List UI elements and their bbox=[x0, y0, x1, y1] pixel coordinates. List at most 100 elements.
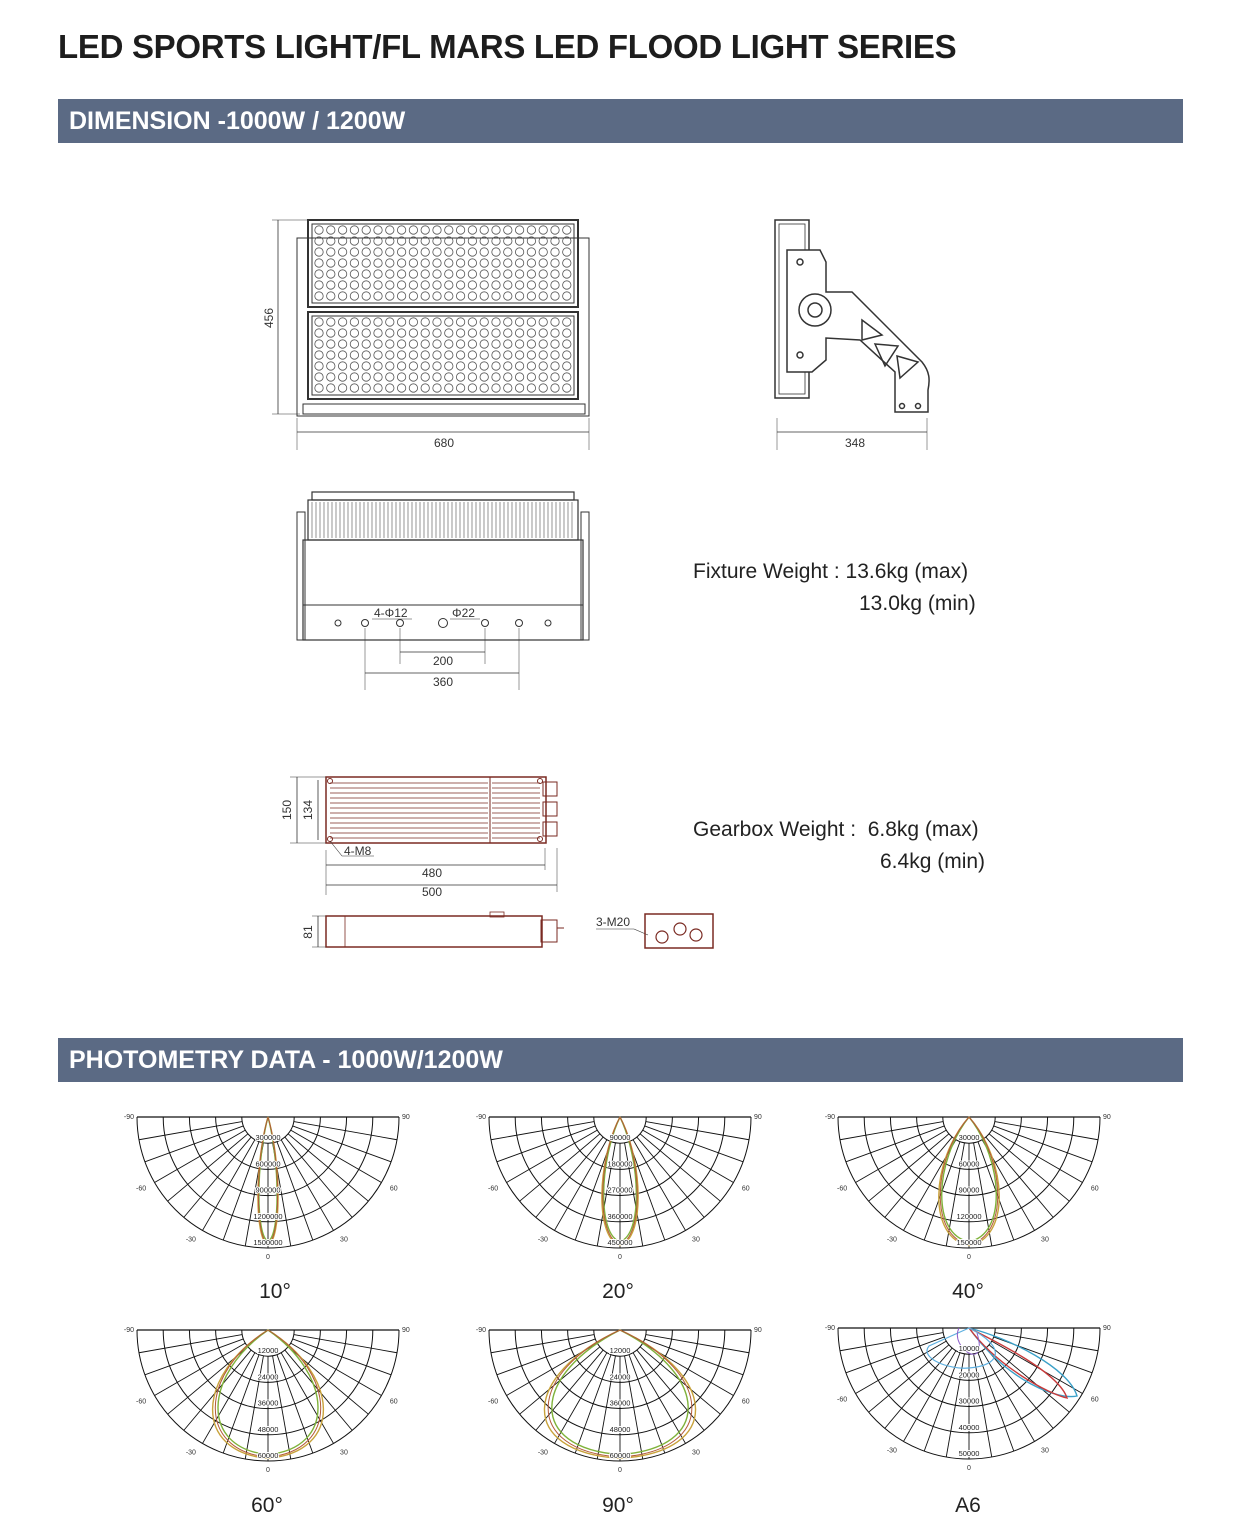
led-chip bbox=[337, 361, 348, 371]
led-chip bbox=[326, 328, 336, 338]
led-chip bbox=[385, 317, 395, 327]
led-chip bbox=[455, 350, 466, 360]
ring-value-label: 10000 bbox=[959, 1344, 980, 1353]
angle-label-0: 0 bbox=[618, 1254, 622, 1261]
polar-spoke bbox=[222, 1141, 260, 1241]
polar-spoke bbox=[855, 1129, 947, 1183]
led-chip bbox=[444, 317, 454, 327]
led-chip bbox=[385, 258, 395, 268]
led-chip bbox=[526, 269, 537, 279]
led-chip bbox=[337, 269, 348, 279]
led-chip bbox=[444, 258, 454, 268]
led-chip bbox=[538, 280, 548, 290]
led-chip bbox=[467, 225, 477, 235]
angle-label-60: 60 bbox=[742, 1398, 750, 1405]
polar-spoke bbox=[632, 1139, 686, 1231]
led-chip bbox=[361, 361, 371, 371]
led-chip bbox=[432, 383, 442, 393]
led-chip bbox=[373, 280, 383, 290]
led-chip bbox=[373, 339, 383, 349]
led-chip bbox=[538, 225, 548, 235]
ring-value-label: 30000 bbox=[959, 1397, 980, 1406]
led-chip bbox=[432, 317, 442, 327]
led-chip bbox=[373, 236, 383, 246]
polar-spoke bbox=[490, 1121, 595, 1141]
led-chip bbox=[562, 258, 572, 268]
polar-spoke bbox=[645, 1121, 750, 1141]
polar-spoke bbox=[991, 1340, 1083, 1394]
led-chip bbox=[396, 280, 407, 290]
led-chip bbox=[479, 258, 489, 268]
intensity-curve-c0 bbox=[938, 1116, 1000, 1247]
led-chip bbox=[396, 225, 407, 235]
led-chip bbox=[396, 350, 407, 360]
polar-spoke bbox=[293, 1334, 398, 1354]
led-chip bbox=[432, 247, 442, 257]
led-chip bbox=[314, 291, 324, 301]
led-chip bbox=[479, 328, 489, 338]
polar-spoke bbox=[290, 1342, 382, 1396]
dimension-section-header: DIMENSION -1000W / 1200W bbox=[58, 99, 1183, 143]
polar-spoke bbox=[624, 1142, 644, 1247]
angle-label-neg60: -60 bbox=[136, 1398, 146, 1405]
led-chip bbox=[491, 317, 501, 327]
angle-label-neg60: -60 bbox=[837, 1185, 847, 1192]
led-chip bbox=[385, 247, 395, 257]
led-chip bbox=[503, 317, 513, 327]
side-depth-dim: 348 bbox=[845, 436, 865, 450]
led-chip bbox=[337, 236, 348, 246]
led-chip bbox=[326, 247, 336, 257]
polar-spoke bbox=[138, 1121, 243, 1141]
led-chip bbox=[373, 361, 383, 371]
polar-spoke bbox=[994, 1121, 1099, 1141]
polar-spoke bbox=[988, 1133, 1070, 1202]
led-chip bbox=[526, 383, 537, 393]
led-chip bbox=[420, 328, 430, 338]
led-chip bbox=[420, 361, 430, 371]
led-chip bbox=[491, 372, 501, 382]
led-chip bbox=[467, 317, 477, 327]
led-chip bbox=[526, 372, 537, 382]
led-chip bbox=[408, 383, 418, 393]
led-chip bbox=[314, 383, 324, 393]
ring-value-label: 180000 bbox=[607, 1159, 632, 1168]
led-chip bbox=[538, 258, 548, 268]
led-chip bbox=[467, 269, 477, 279]
ring-value-label: 50000 bbox=[959, 1449, 980, 1458]
led-chip bbox=[432, 361, 442, 371]
led-chip bbox=[562, 280, 572, 290]
polar-spoke bbox=[496, 1125, 596, 1163]
intensity-curve-a bbox=[968, 1327, 1078, 1398]
polar-spoke bbox=[154, 1129, 246, 1183]
led-chip bbox=[455, 372, 466, 382]
led-chip bbox=[538, 269, 548, 279]
led-chip bbox=[562, 317, 572, 327]
led-chip bbox=[326, 361, 336, 371]
led-chip bbox=[550, 247, 560, 257]
polar-spoke bbox=[993, 1125, 1093, 1163]
polar-spoke bbox=[973, 1142, 993, 1247]
polar-spoke bbox=[138, 1334, 243, 1354]
polar-spoke bbox=[839, 1121, 944, 1141]
polar-spoke bbox=[293, 1121, 398, 1141]
intensity-curve-c90 bbox=[603, 1116, 637, 1243]
led-chip bbox=[550, 280, 560, 290]
led-chip bbox=[550, 291, 560, 301]
led-chip bbox=[349, 236, 359, 246]
led-chip bbox=[503, 269, 513, 279]
led-chip bbox=[550, 269, 560, 279]
led-chip bbox=[526, 247, 537, 257]
led-chip bbox=[479, 361, 489, 371]
led-chip bbox=[408, 269, 418, 279]
polar-spoke bbox=[490, 1334, 595, 1354]
polar-spoke bbox=[855, 1340, 947, 1394]
polar-spoke bbox=[994, 1332, 1099, 1352]
polar-spoke bbox=[644, 1338, 744, 1376]
intensity-curve-c90 bbox=[217, 1329, 319, 1456]
led-chip bbox=[455, 361, 466, 371]
intensity-curve-c45 bbox=[214, 1329, 322, 1458]
led-chip bbox=[361, 269, 371, 279]
led-chip bbox=[420, 317, 430, 327]
led-chip bbox=[326, 225, 336, 235]
